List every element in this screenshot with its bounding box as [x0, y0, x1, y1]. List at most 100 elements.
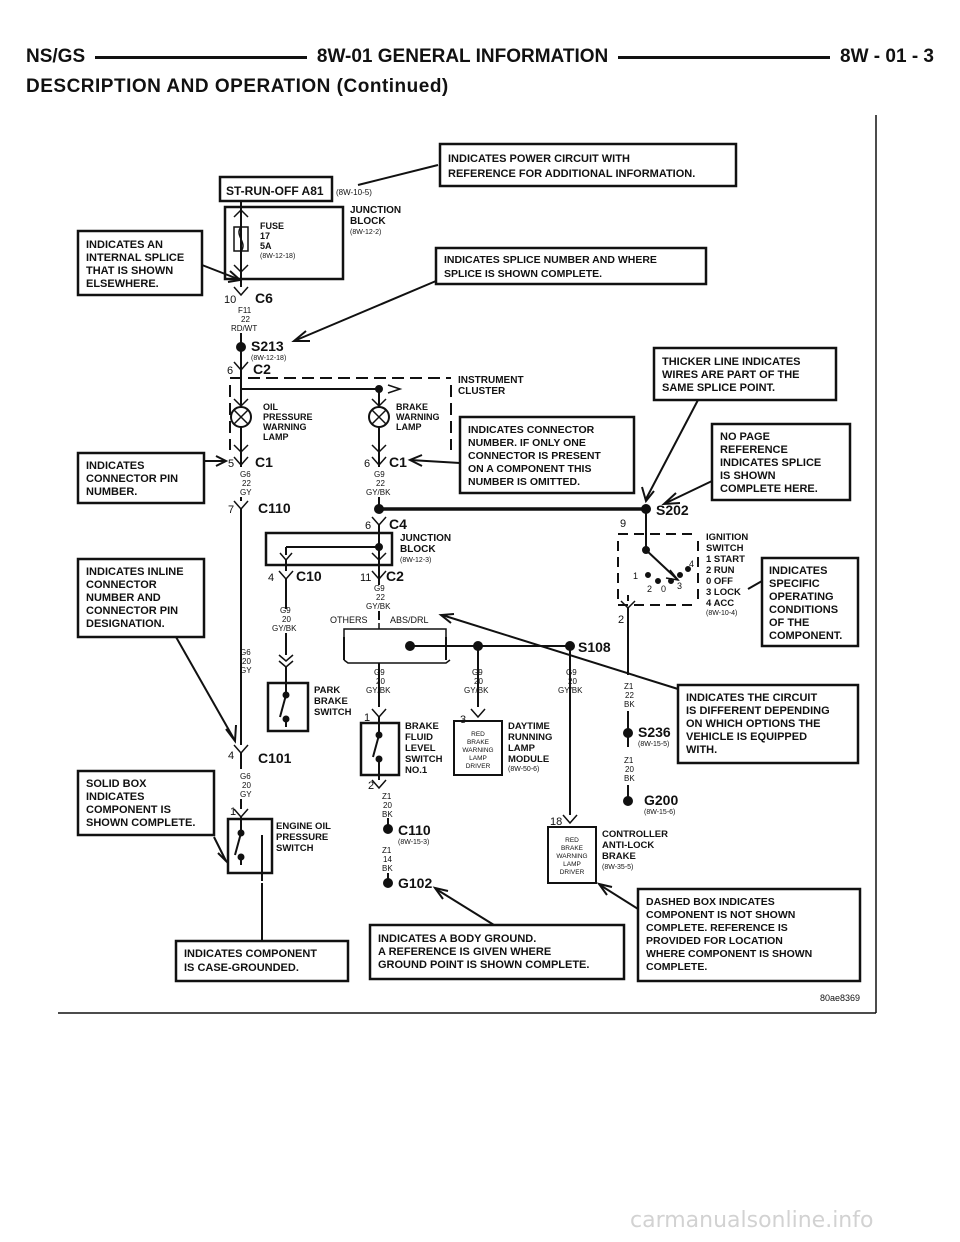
diagram-label: IS CASE-GROUNDED.	[184, 962, 299, 974]
s236-splice-dot	[623, 728, 633, 738]
c1-label-right: C1	[389, 454, 407, 470]
wire-f11-1: F11	[238, 306, 252, 315]
diagram-label: NUMBER.	[86, 486, 137, 498]
wire-z1-20-b1: Z1	[382, 792, 392, 801]
s236-ref: (8W-15-5)	[638, 741, 669, 748]
diagram-label: INDICATES POWER CIRCUIT WITH	[448, 153, 630, 165]
abs-driver-3: WARNING	[556, 853, 587, 860]
wire-z1-20-a2: 20	[625, 765, 634, 774]
diagram-label: ON A COMPONENT THIS	[468, 463, 591, 475]
header-rule-left	[95, 55, 307, 59]
ignition-label-4: 2 RUN	[706, 565, 735, 576]
drl-driver-4: LAMP	[469, 755, 487, 762]
diagram-label: ON WHICH OPTIONS THE	[686, 718, 820, 730]
ignition-label-3: 1 START	[706, 554, 745, 565]
ign-pin: 2	[618, 614, 624, 626]
section-subtitle: DESCRIPTION AND OPERATION (Continued)	[26, 76, 449, 97]
junction-block-2-label-1: JUNCTION	[400, 533, 451, 544]
bf-pin-top: 1	[364, 712, 370, 724]
diagram-label: GROUND POINT IS SHOWN COMPLETE.	[378, 959, 589, 971]
diagram-label: INDICATES A BODY GROUND.	[378, 933, 536, 945]
diagram-label: DASHED BOX INDICATES	[646, 896, 775, 908]
instrument-cluster-label-2: CLUSTER	[458, 386, 506, 397]
wire-f11-2: 22	[241, 315, 250, 324]
eop-switch-box	[226, 817, 274, 875]
diagram-label: CONNECTOR PIN	[86, 473, 178, 485]
fuse-ref: (8W-12-18)	[260, 253, 295, 260]
st-run-off-label: ST-RUN-OFF A81	[226, 184, 324, 198]
diagram-label: WIRES ARE PART OF THE	[662, 369, 800, 381]
junction-block-ref: (8W-12-2)	[350, 229, 381, 236]
diagram-label: NUMBER. IF ONLY ONE	[468, 437, 586, 449]
wire-z1-20-a1: Z1	[624, 756, 634, 765]
abs-driver-4: LAMP	[563, 861, 581, 868]
wire-g9-20-c3: GY/BK	[464, 686, 489, 695]
s202-label: S202	[656, 502, 689, 518]
diagram-label: INDICATES SPLICE NUMBER AND WHERE	[444, 254, 657, 266]
wire-g9-22-b3: GY/BK	[366, 602, 391, 611]
wire-g9-20-b2: 20	[376, 677, 385, 686]
g200-label: G200	[644, 792, 678, 808]
s202-pin: 9	[620, 518, 626, 530]
g102-label: G102	[398, 875, 432, 891]
st-run-off-box	[218, 175, 334, 203]
wire-g9-22-b1: G9	[374, 584, 385, 593]
oil-lamp-4: LAMP	[263, 432, 289, 442]
brake-lamp-1: BRAKE	[396, 402, 428, 412]
s108-label: S108	[578, 639, 611, 655]
diagram-label: OPERATING	[769, 591, 834, 603]
figure-id: 80ae8369	[820, 993, 860, 1003]
wire-z1-14-2: 14	[383, 855, 392, 864]
wire-g9-20-c2: 20	[474, 677, 483, 686]
eop-switch-1: ENGINE OIL	[276, 821, 331, 832]
abs-pin: 18	[550, 816, 562, 828]
c6-pin: 10	[224, 294, 236, 306]
diagram-label: COMPLETE.	[646, 961, 707, 973]
wire-g9-20-b1: G9	[374, 668, 385, 677]
brake-lamp-3: LAMP	[396, 422, 422, 432]
ign-pos-3: 3	[677, 581, 682, 591]
g200-ground-dot	[623, 796, 633, 806]
fuse-label-3: 5A	[260, 241, 272, 251]
eop-switch-2: PRESSURE	[276, 832, 328, 843]
ign-pos-1: 1	[633, 571, 638, 581]
c101-pin: 4	[228, 750, 234, 762]
wire-z1-14-1: Z1	[382, 846, 392, 855]
diagram-label: NUMBER AND	[86, 592, 161, 604]
diagram-label: SPLICE IS SHOWN COMPLETE.	[444, 268, 602, 280]
diagram-label: OF THE	[769, 617, 809, 629]
header-model: NS/GS	[26, 46, 86, 67]
watermark: carmanualsonline.info	[630, 1208, 874, 1233]
c4-pin: 6	[365, 520, 371, 532]
abs-ctrl-2: ANTI-LOCK	[602, 840, 654, 851]
wire-g9-22-3: GY/BK	[366, 488, 391, 497]
fuse-label-2: 17	[260, 231, 270, 241]
callout-thicker-line: THICKER LINE INDICATES WIRES ARE PART OF…	[652, 346, 838, 402]
eop-switch-3: SWITCH	[276, 843, 314, 854]
wire-z1-20-b3: BK	[382, 810, 393, 819]
callout-connector-number: INDICATES CONNECTOR NUMBER. IF ONLY ONE …	[458, 415, 636, 495]
g200-ref: (8W-15-6)	[644, 809, 675, 816]
diagram-label: THICKER LINE INDICATES	[662, 356, 801, 368]
drl-driver-2: BRAKE	[467, 739, 490, 746]
wire-g9-20-a3: GY/BK	[272, 624, 297, 633]
wire-g9-20-b3: GY/BK	[366, 686, 391, 695]
diagram-label: A REFERENCE IS GIVEN WHERE	[378, 946, 551, 958]
callout-specific-conditions: INDICATES SPECIFIC OPERATING CONDITIONS …	[760, 556, 860, 648]
options-brace	[343, 623, 447, 637]
drl-module-3: LAMP	[508, 743, 536, 754]
c1-pin-right: 6	[364, 458, 370, 470]
bf-pin-bot: 2	[368, 780, 374, 792]
c110b-splice-dot	[383, 824, 393, 834]
diagram-label: SHOWN COMPLETE.	[86, 817, 195, 829]
abs-driver-2: BRAKE	[561, 845, 584, 852]
diagram-label: NUMBER IS OMITTED.	[468, 476, 580, 488]
s213-label: S213	[251, 338, 284, 354]
drl-driver-5: DRIVER	[466, 763, 491, 770]
c2-pin: 6	[227, 365, 233, 377]
diagram-label: IS DIFFERENT DEPENDING	[686, 705, 830, 717]
brake-lamp-2: WARNING	[396, 412, 440, 422]
wire-g6-20-b1: G6	[240, 772, 251, 781]
brake-fluid-2: FLUID	[405, 732, 433, 743]
ignition-label-7: 4 ACC	[706, 598, 734, 609]
